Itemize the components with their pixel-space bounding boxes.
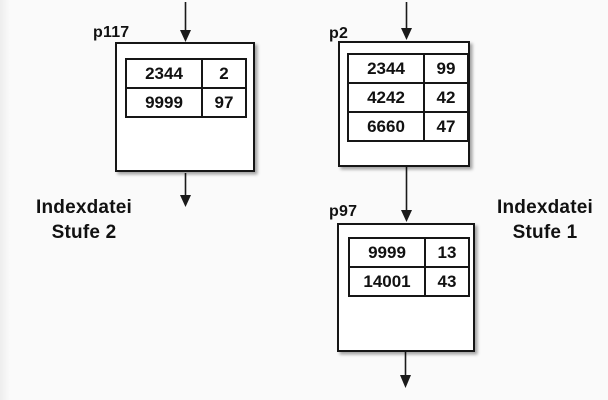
table-row: 9999 13	[348, 237, 470, 268]
arrowhead-icon	[180, 30, 191, 42]
key-cell: 9999	[125, 87, 203, 118]
pointer-cell: 43	[424, 266, 470, 297]
pointer-cell: 42	[423, 82, 469, 113]
pointer-cell: 47	[423, 111, 469, 142]
node-title-p117: p117	[93, 24, 130, 41]
label-line: Stufe 1	[512, 222, 578, 243]
table-row: 14001 43	[348, 266, 470, 297]
label-indexdatei-stufe-1: Indexdatei Stufe 1	[483, 195, 607, 245]
key-cell: 14001	[348, 266, 426, 297]
arrowhead-icon	[401, 28, 412, 40]
key-cell: 9999	[348, 237, 426, 268]
arrowhead-icon	[401, 210, 412, 222]
key-cell: 4242	[347, 82, 425, 113]
arrowhead-icon	[400, 375, 411, 388]
arrow-into-p2	[401, 2, 412, 40]
table-row: 2344 99	[347, 53, 469, 84]
pointer-cell: 99	[423, 53, 469, 84]
label-line: Indexdatei	[497, 197, 593, 218]
index-table-p117: 2344 2 9999 97	[125, 58, 247, 118]
pointer-cell: 97	[201, 87, 247, 118]
node-title-p2: p2	[329, 25, 349, 42]
index-table-p2: 2344 99 4242 42 6660 47	[347, 53, 469, 142]
pointer-cell: 2	[201, 58, 247, 89]
label-line: Indexdatei	[36, 197, 132, 218]
table-row: 4242 42	[347, 82, 469, 113]
left-page-edge	[0, 0, 10, 400]
arrow-into-p117	[180, 2, 191, 42]
pointer-cell: 13	[424, 237, 470, 268]
table-row: 6660 47	[347, 111, 469, 142]
arrow-out-of-p97	[400, 352, 411, 388]
key-cell: 6660	[347, 111, 425, 142]
key-cell: 2344	[347, 53, 425, 84]
node-title-p97: p97	[329, 203, 358, 220]
table-row: 2344 2	[125, 58, 247, 89]
arrow-out-of-p117	[180, 173, 191, 207]
table-row: 9999 97	[125, 87, 247, 118]
arrowhead-icon	[180, 195, 191, 207]
label-line: Stufe 2	[51, 222, 117, 243]
label-indexdatei-stufe-2: Indexdatei Stufe 2	[8, 195, 160, 245]
arrow-p2-to-p97	[401, 167, 412, 222]
key-cell: 2344	[125, 58, 203, 89]
index-table-p97: 9999 13 14001 43	[348, 237, 470, 297]
